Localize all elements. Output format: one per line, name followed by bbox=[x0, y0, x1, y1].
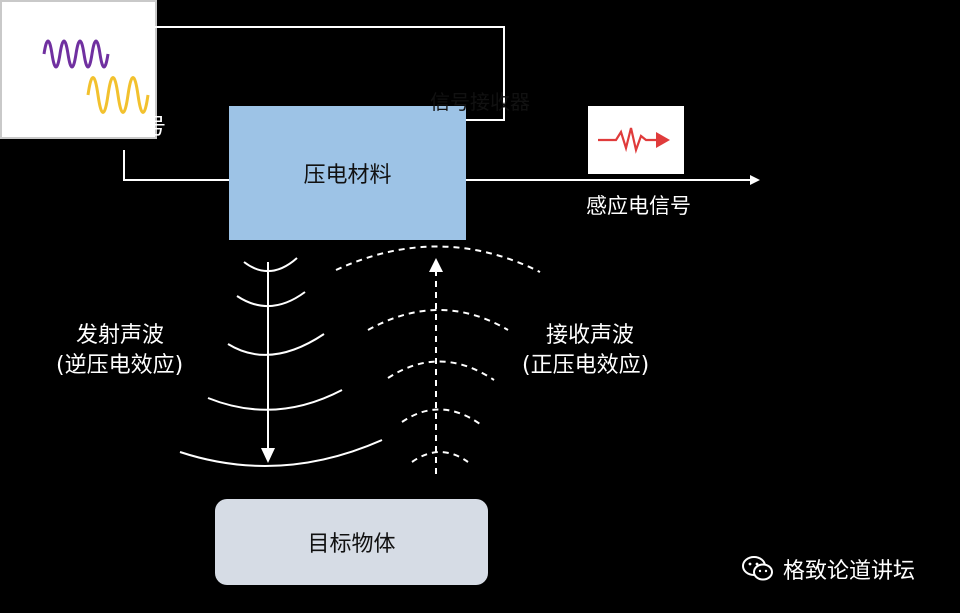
emit-wave-label: 发射声波 bbox=[76, 323, 165, 348]
receiver-wave-icon bbox=[42, 39, 110, 69]
input-signal-label: 输入电信号 bbox=[56, 115, 167, 140]
receive-wave-label: 接收声波 bbox=[546, 323, 635, 348]
input-wire bbox=[123, 150, 229, 181]
emit-arrowhead bbox=[261, 448, 275, 463]
emit-effect-label: (逆压电效应) bbox=[56, 353, 184, 378]
emitted-waves bbox=[179, 257, 383, 467]
emitted-wave-1 bbox=[243, 257, 298, 272]
target-object-label: 目标物体 bbox=[307, 532, 396, 557]
emitted-wave-3 bbox=[227, 333, 325, 356]
feedback-wire bbox=[123, 26, 505, 121]
piezo-material-label: 压电材料 bbox=[303, 163, 392, 188]
received-waves bbox=[335, 245, 541, 463]
received-wave-4 bbox=[401, 408, 481, 425]
receive-arrowhead bbox=[429, 258, 443, 272]
input-wave-icon bbox=[86, 76, 150, 114]
received-wave-3 bbox=[387, 360, 495, 381]
target-object-box: 目标物体 bbox=[215, 499, 488, 585]
received-wave-2 bbox=[367, 309, 509, 331]
receive-effect-label: (正压电效应) bbox=[522, 353, 650, 378]
piezo-material-box: 压电材料 bbox=[229, 106, 466, 240]
pulse-arrow-icon bbox=[598, 127, 670, 154]
emitted-wave-5 bbox=[179, 439, 383, 467]
emitted-wave-4 bbox=[207, 389, 343, 411]
emitted-wave-2 bbox=[236, 291, 306, 308]
received-wave-5 bbox=[411, 451, 469, 463]
signal-receiver-box: 信号接收器 bbox=[0, 0, 530, 139]
received-wave-1 bbox=[335, 245, 541, 273]
wechat-icon bbox=[742, 556, 773, 581]
induced-signal-icon bbox=[588, 106, 684, 174]
watermark: 格致论道讲坛 bbox=[741, 553, 915, 585]
induced-signal-label: 感应电信号 bbox=[586, 194, 691, 218]
receiver-label: 信号接收器 bbox=[430, 90, 530, 114]
watermark-text: 格致论道讲坛 bbox=[783, 559, 916, 584]
